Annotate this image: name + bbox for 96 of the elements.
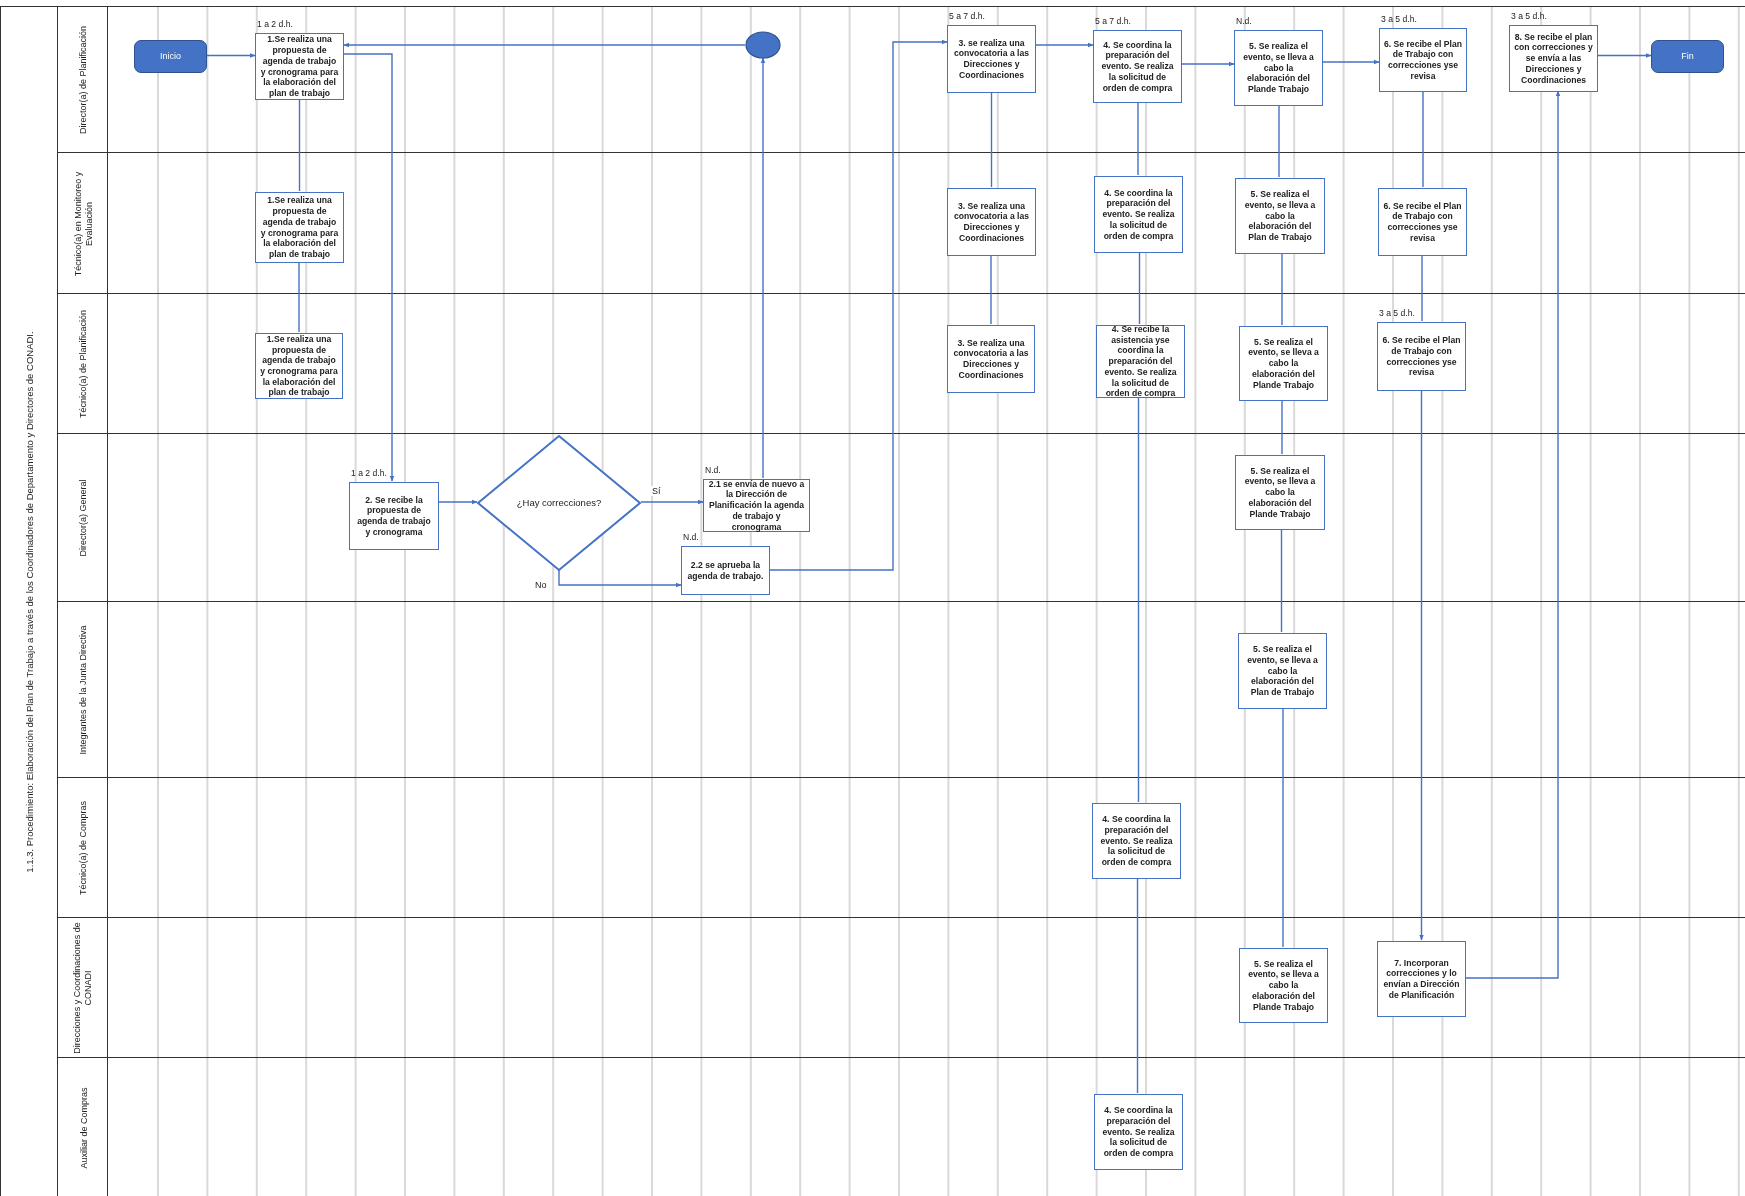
connector-arrow: [343, 42, 746, 48]
process-box: [681, 546, 770, 595]
process-box: [1092, 803, 1181, 879]
process-box: [947, 188, 1036, 256]
process-box: [947, 325, 1035, 393]
connector-arrow: [769, 39, 948, 571]
step-text: 7. Incorporan correcciones y lo envían a Dirección de Planificación: [1382, 957, 1461, 1001]
swimlane: [58, 917, 1745, 1057]
duration-label: N.d.: [1236, 16, 1252, 26]
step-text: 5. Se realiza el evento, se lleva a cabo la elaboración del Plande Trabajo: [1247, 958, 1320, 1013]
connector-arrow: [1035, 42, 1094, 48]
terminal-label: Fin: [1681, 50, 1694, 63]
decision-text: ¿Hay correcciones?: [516, 496, 602, 510]
edge-label: No: [533, 580, 549, 590]
lane-label: Auxiliar de Compras: [76, 1086, 90, 1171]
connector-arrow: [1322, 59, 1380, 65]
swimlane: [58, 1057, 1745, 1196]
process-box: [349, 482, 439, 550]
step-text: 4. Se coordina la preparación del evento. Se realiza la solicitud de orden de compra: [1101, 187, 1176, 242]
lane-label: Técnico(a) en Monitoreo y Evaluación: [71, 170, 94, 278]
step-text: 3. Se realiza una convocatoria a las Direcciones y Coordinaciones: [952, 337, 1030, 381]
lane-label: Direcciones y Coordinaciones de CONADI: [71, 922, 94, 1054]
connector-arrow: [1419, 389, 1424, 941]
process-box: [1234, 30, 1323, 106]
process-box: [1379, 28, 1467, 92]
step-text: 6. Se recibe el Plan de Trabajo con correcciones yse revisa: [1384, 38, 1462, 82]
swimlane: [58, 6, 1745, 152]
process-box: [1238, 633, 1327, 709]
connector-arrow: [343, 53, 395, 482]
process-box: [1235, 178, 1325, 254]
process-box: [1378, 188, 1467, 256]
process-box: [947, 25, 1036, 93]
step-text: 3. se realiza una convocatoria a las Direcciones y Coordinaciones: [953, 37, 1030, 81]
process-box: [1509, 25, 1598, 92]
connector-arrow: [1465, 90, 1561, 979]
connector-arrow: [558, 569, 682, 588]
lane-label: Integrantes de la Junta Directiva: [76, 624, 89, 757]
step-text: 5. Se realiza el evento, se lleva a cabo la elaboración del Plan de Trabajo: [1246, 644, 1319, 698]
connector-circle: [745, 31, 781, 59]
connector-arrow: [1597, 53, 1652, 58]
process-box: [1239, 948, 1328, 1023]
process-box: [1377, 941, 1466, 1017]
step-text: 8. Se recibe el plan con correcciones y se envía a las Direcciones y Coordinaciones: [1514, 31, 1593, 86]
step-text: 2.1 se envía de nuevo a la Dirección de Planificación la agenda de trabajo y cronograma: [708, 478, 805, 533]
process-box: [1094, 176, 1183, 253]
connector-arrow: [1181, 61, 1235, 67]
duration-label: 3 a 5 d.h.: [1379, 308, 1415, 318]
process-box: [1093, 30, 1182, 103]
duration-label: 3 a 5 d.h.: [1381, 14, 1417, 24]
step-text: 6. Se recibe el Plan de Trabajo con correcciones yse revisa: [1383, 200, 1462, 244]
step-text: 5. Se realiza el evento, se lleva a cabo la elaboración del Plan de Trabajo: [1243, 189, 1317, 243]
step-text: 1.Se realiza una propuesta de agenda de trabajo y cronograma para la elaboración del plan de trabajo: [260, 333, 338, 399]
lane-label: Técnico(a) de Compras: [76, 800, 89, 898]
connector-arrow: [206, 53, 256, 58]
step-text: 2. Se recibe la propuesta de agenda de trabajo y cronograma: [356, 494, 432, 538]
step-text: 6. Se recibe el Plan de Trabajo con correcciones yse revisa: [1382, 335, 1461, 378]
connector-arrow: [760, 57, 766, 479]
swimlane: [58, 293, 1745, 433]
step-text: 5. Se realiza el evento, se lleva a cabo la elaboración del Plande Trabajo: [1242, 41, 1315, 95]
swimlane: [58, 433, 1745, 601]
swimlane: [58, 777, 1745, 917]
step-text: 5. Se realiza el evento, se lleva a cabo la elaboración del Plande Trabajo: [1247, 336, 1320, 391]
process-box: [1235, 455, 1325, 530]
lane-label: Técnico(a) de Planificación: [76, 308, 89, 421]
process-box: [1239, 326, 1328, 401]
edge-label: Sí: [650, 486, 663, 496]
step-text: 4. Se recibe la asistencia yse coordina la preparación del evento. Se realiza la solicitud de orden de compra: [1103, 323, 1178, 400]
process-box: [1094, 1094, 1183, 1170]
terminal-label: Inicio: [160, 50, 181, 63]
duration-label: 3 a 5 d.h.: [1511, 11, 1547, 21]
duration-label: N.d.: [705, 465, 721, 475]
step-text: 4. Se coordina la preparación del evento. Se realiza la solicitud de orden de compra: [1100, 39, 1175, 94]
duration-label: 5 a 7 d.h.: [949, 11, 985, 21]
terminal-shape: [134, 40, 207, 73]
step-text: 3. Se realiza una convocatoria a las Direcciones y Coordinaciones: [953, 200, 1030, 244]
swimlane: [58, 152, 1745, 293]
terminal-shape: [1651, 40, 1724, 73]
connector-arrow: [640, 499, 704, 505]
process-box: [1377, 322, 1466, 391]
step-text: 1.Se realiza una propuesta de agenda de trabajo y cronograma para la elaboración del plan de trabajo: [260, 195, 339, 260]
duration-label: 5 a 7 d.h.: [1095, 16, 1131, 26]
lane-label: Director(a) General: [76, 478, 89, 559]
connector-arrow: [438, 499, 478, 505]
step-text: 5. Se realiza el evento, se lleva a cabo la elaboración del Plande Trabajo: [1243, 465, 1317, 520]
diagram-title: 1.1.3. Procedimiento: Elaboración del Plan de Trabajo a través de los Coordinadores de Departamento y Directores de CONADI.: [23, 330, 36, 875]
process-box: [1096, 325, 1185, 398]
lane-label: Director(a) de Planificación: [76, 25, 89, 137]
decision-diamond: [477, 435, 641, 571]
swimlane: [58, 601, 1745, 777]
duration-label: 1 a 2 d.h.: [257, 19, 293, 29]
step-text: 1.Se realiza una propuesta de agenda de trabajo y cronograma para la elaboración del plan de trabajo: [260, 34, 339, 99]
duration-label: 1 a 2 d.h.: [351, 468, 387, 478]
step-text: 4. Se coordina la preparación del evento. Se realiza la solicitud de orden de compra: [1099, 814, 1174, 868]
step-text: 2.2 se aprueba la agenda de trabajo.: [686, 559, 765, 582]
step-text: 4. Se coordina la preparación del evento. Se realiza la solicitud de orden de compra: [1101, 1105, 1176, 1159]
duration-label: N.d.: [683, 532, 699, 542]
